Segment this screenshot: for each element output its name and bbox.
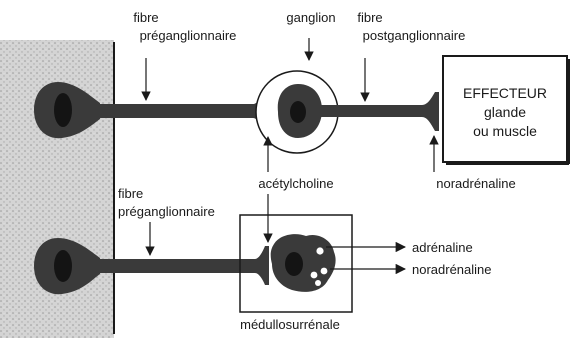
label-fibre-post-line2: postganglionnaire	[363, 28, 466, 43]
secretory-granule-icon	[321, 268, 328, 275]
label-fibre-pre-top-line2: préganglionnaire	[140, 28, 237, 43]
label-medullosurrenale: médullosurrénale	[240, 317, 340, 332]
label-effecteur-muscle: ou muscle	[473, 123, 537, 139]
label-noradrenaline-top: noradrénaline	[436, 176, 516, 191]
postganglionic-neuron	[278, 84, 439, 138]
preganglionic-neuron-top	[34, 82, 269, 138]
label-acetylcholine: acétylcholine	[258, 176, 333, 191]
synaptic-terminal-icon	[255, 246, 269, 285]
preganglionic-axon-bottom	[98, 259, 257, 273]
label-effecteur: EFFECTEUR	[463, 85, 547, 101]
label-ganglion: ganglion	[286, 10, 335, 25]
label-fibre-post-line1: fibre	[357, 10, 382, 25]
secretory-granule-icon	[316, 247, 323, 254]
nucleus-icon	[54, 93, 72, 127]
secretory-granule-icon	[311, 272, 318, 279]
label-fibre-pre-top-line1: fibre	[133, 10, 158, 25]
nucleus-icon	[54, 250, 72, 282]
preganglionic-neuron-bottom	[34, 238, 269, 294]
label-fibre-pre-bottom-line2: préganglionnaire	[118, 204, 215, 219]
secretory-granule-icon	[315, 280, 321, 286]
preganglionic-axon-top	[98, 104, 255, 118]
label-noradrenaline-out: noradrénaline	[412, 262, 492, 277]
synaptic-terminal-icon	[422, 92, 439, 131]
label-fibre-pre-bottom-line1: fibre	[118, 186, 143, 201]
nucleus-icon	[290, 101, 306, 123]
label-adrenaline-out: adrénaline	[412, 240, 473, 255]
chromaffin-cell	[271, 234, 336, 292]
label-effecteur-glande: glande	[484, 104, 526, 120]
postganglionic-axon	[320, 105, 424, 117]
nucleus-icon	[285, 252, 303, 276]
